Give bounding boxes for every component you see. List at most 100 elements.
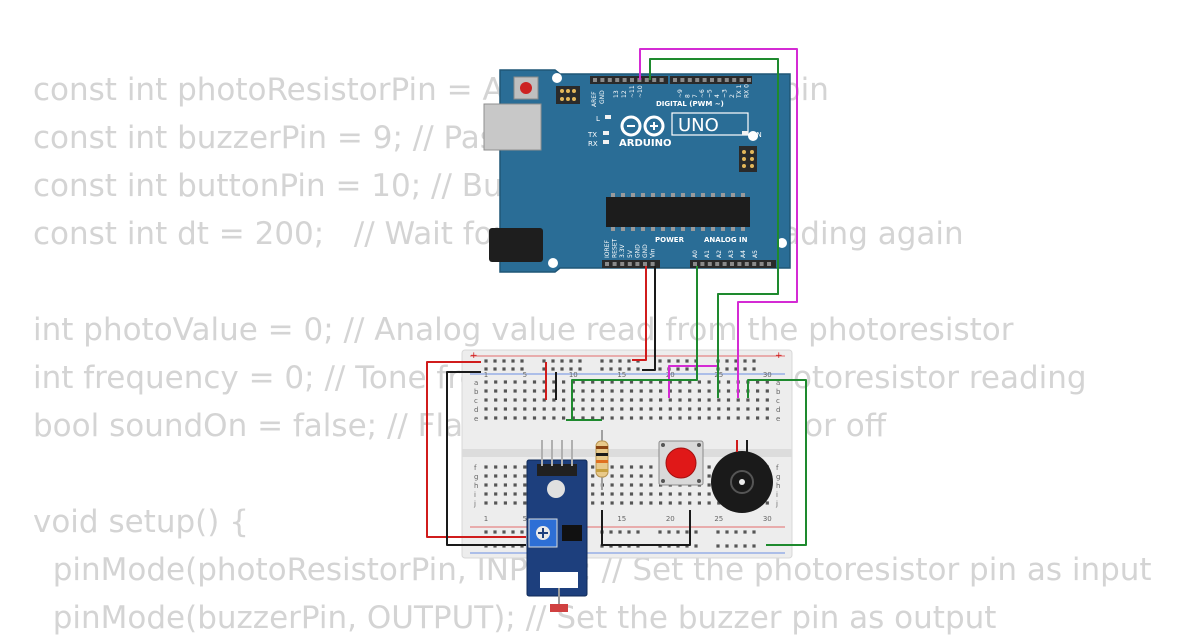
wire-rail-to-rail-red[interactable] (426, 361, 526, 538)
power-pin-label: GND (642, 244, 649, 258)
breadboard-hole (523, 416, 527, 420)
row-letter-right: g (776, 473, 780, 481)
rail-hole (725, 530, 729, 534)
breadboard-hole (542, 407, 546, 411)
wire-gnd-rail[interactable] (642, 266, 656, 371)
header-pin (612, 262, 617, 266)
breadboard-hole (678, 389, 682, 393)
breadboard-hole (639, 389, 643, 393)
breadboard-hole (639, 380, 643, 384)
mount-hole-top-left (552, 73, 562, 83)
breadboard-hole (639, 416, 643, 420)
led-tx-icon (603, 131, 609, 135)
arduino-brand-label: ARDUINO (619, 138, 671, 149)
breadboard-hole (562, 416, 566, 420)
wire-pin10-button[interactable] (639, 48, 798, 398)
breadboard-hole (620, 492, 624, 496)
breadboard-hole (639, 465, 643, 469)
power-pin-label: 3.3V (619, 243, 626, 258)
breadboard-hole (707, 398, 711, 402)
rail-hole (725, 367, 729, 371)
breadboard-hole (746, 416, 750, 420)
passive-buzzer[interactable] (711, 440, 773, 513)
breadboard-hole (746, 398, 750, 402)
breadboard-hole (639, 474, 643, 478)
breadboard-hole (523, 474, 527, 478)
header-pin (707, 262, 712, 266)
breadboard-hole (484, 389, 488, 393)
breadboard-hole (591, 501, 595, 505)
wire-bottom-gnd[interactable] (601, 510, 691, 546)
analog-in-label: ANALOG IN (704, 236, 748, 244)
breadboard-hole (523, 465, 527, 469)
header-pin (652, 78, 657, 82)
push-button[interactable] (658, 440, 704, 486)
wire-buzzer-green[interactable] (747, 379, 807, 546)
breadboard-hole (659, 501, 663, 505)
breadboard-hole (668, 407, 672, 411)
digital-pin-label: ~9 (677, 89, 684, 98)
breadboard-hole (513, 380, 517, 384)
row-letter-left: e (474, 415, 478, 423)
potentiometer[interactable] (528, 518, 558, 548)
breadboard-hole (542, 398, 546, 402)
breadboard-hole (668, 492, 672, 496)
usb-connector (483, 103, 542, 151)
breadboard-hole (503, 398, 507, 402)
rail-hole (551, 359, 555, 363)
header-pin (767, 262, 771, 266)
breadboard-hole (649, 483, 653, 487)
header-pin (695, 78, 700, 82)
breadboard-hole (494, 501, 498, 505)
rail-hole (569, 367, 573, 371)
digital-pin-label: 13 (613, 90, 620, 98)
uno-box (671, 112, 749, 136)
icsp-header-top (556, 86, 580, 104)
header-pin (635, 262, 640, 266)
aref-label: AREF (591, 91, 598, 107)
breadboard-hole (629, 483, 634, 487)
header-pin (687, 78, 692, 82)
breadboard-hole (562, 380, 566, 384)
rail-hole (493, 367, 497, 371)
wire-a0-sensor[interactable] (571, 266, 698, 420)
breadboard-hole (756, 389, 760, 393)
breadboard-hole (707, 380, 711, 384)
rail-hole (484, 359, 488, 363)
breadboard-hole (707, 492, 711, 496)
rail-hole (752, 530, 756, 534)
breadboard-hole (610, 483, 614, 487)
wire-pin9-green[interactable] (649, 58, 779, 398)
rail-hole (734, 530, 738, 534)
breadboard-hole (659, 492, 663, 496)
breadboard-hole (697, 407, 701, 411)
wire-rail-to-rail-black[interactable] (446, 371, 526, 546)
breadboard[interactable]: + + 115510101515202025253030aabbccddeeff… (461, 349, 793, 559)
breadboard-hole (600, 398, 604, 402)
breadboard-hole (629, 416, 634, 420)
breadboard-hole (726, 380, 731, 384)
breadboard-hole (494, 416, 498, 420)
code-line: void setup() { (33, 504, 249, 540)
photoresistor-ldr-icon (550, 604, 568, 612)
rail-hole (551, 367, 555, 371)
column-number-top: 15 (617, 371, 626, 379)
header-pin (607, 78, 612, 82)
rail-hole (502, 359, 506, 363)
column-number-bottom: 15 (617, 515, 626, 523)
breadboard-hole (503, 389, 507, 393)
breadboard-hole (620, 465, 624, 469)
breadboard-hole (532, 398, 537, 402)
wire-5v-rail[interactable] (632, 266, 647, 361)
rail-hole (658, 359, 662, 363)
power-pin-label: GND (634, 244, 641, 258)
led-l-icon (605, 115, 611, 119)
resistor[interactable] (595, 430, 609, 490)
rail-hole (694, 544, 698, 548)
breadboard-hole (591, 416, 595, 420)
photoresistor-module[interactable] (526, 440, 588, 612)
rail-hole (658, 367, 662, 371)
breadboard-hole (717, 398, 721, 402)
